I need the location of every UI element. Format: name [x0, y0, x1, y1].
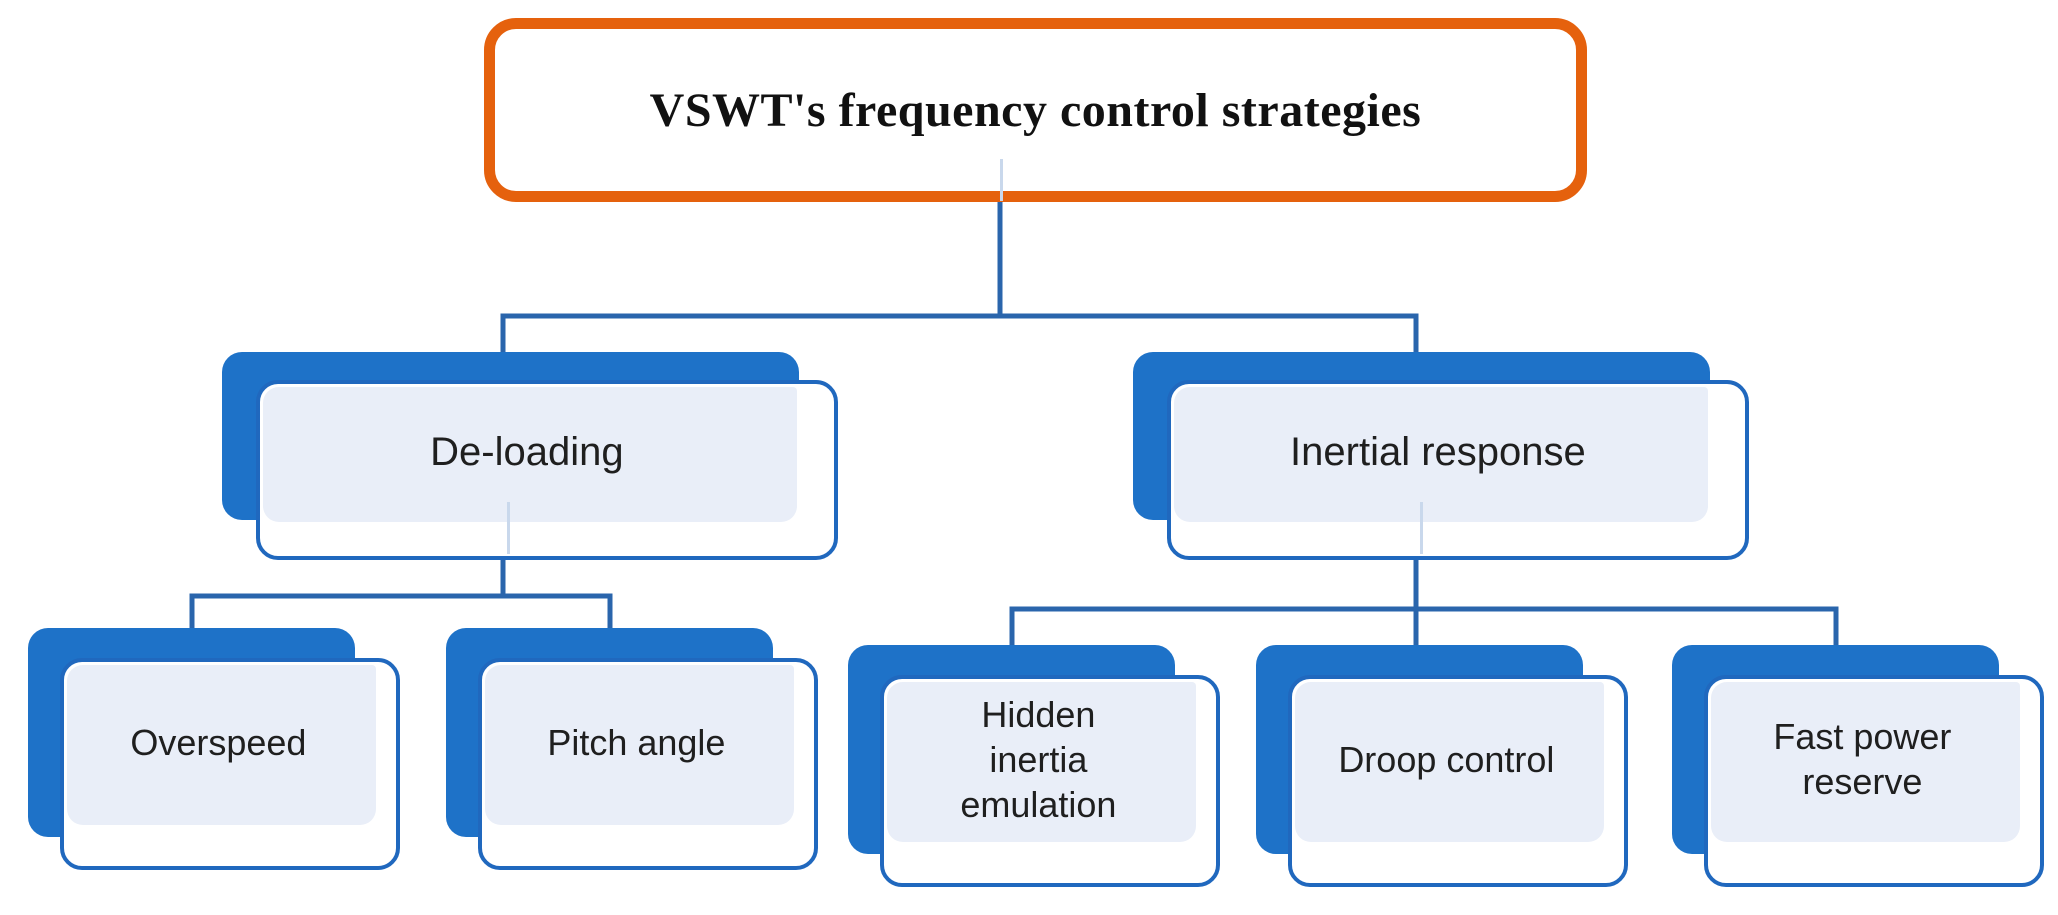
- node-label: Inertial response: [1290, 429, 1586, 474]
- connector-inertial-to-children: [1009, 556, 1839, 649]
- connector-deloading-to-children: [189, 556, 613, 632]
- node-panel: [887, 682, 1196, 843]
- node-face-shape: Droop control: [1288, 675, 1628, 887]
- node-label: Fast power reserve: [1773, 716, 1952, 803]
- root-node-label: VSWT's frequency control strategies: [649, 83, 1422, 137]
- node-label: Pitch angle: [547, 721, 726, 763]
- root-node: VSWT's frequency control strategies: [484, 18, 1587, 202]
- node-face-shape: De-loading: [256, 380, 838, 560]
- node-face-shape: Overspeed: [60, 658, 400, 870]
- node-panel: [67, 665, 376, 826]
- node-panel: [263, 387, 797, 523]
- connector-root-to-level2: [500, 198, 1419, 356]
- node-face-shape: Inertial response: [1167, 380, 1749, 560]
- node-label: Droop control: [1338, 738, 1555, 780]
- node-inertial-response: Inertial response: [1133, 352, 1749, 560]
- node-label: Overspeed: [130, 721, 307, 763]
- node-overspeed: Overspeed: [28, 628, 400, 870]
- node-de-loading: De-loading: [222, 352, 838, 560]
- node-label: Hidden inertia emulation: [960, 693, 1117, 825]
- node-face-shape: Pitch angle: [478, 658, 818, 870]
- node-droop-control: Droop control: [1256, 645, 1628, 887]
- node-label: De-loading: [430, 429, 624, 474]
- node-pitch-angle: Pitch angle: [446, 628, 818, 870]
- node-panel: [485, 665, 794, 826]
- faint-connector-stub: [1420, 502, 1423, 554]
- faint-connector-stub: [507, 502, 510, 554]
- node-panel: [1174, 387, 1708, 523]
- faint-connector-stub: [1000, 159, 1003, 201]
- node-face-shape: Fast power reserve: [1704, 675, 2044, 887]
- node-hidden-inertia-emulation: Hidden inertia emulation: [848, 645, 1220, 887]
- node-fast-power-reserve: Fast power reserve: [1672, 645, 2044, 887]
- node-panel: [1295, 682, 1604, 843]
- node-face-shape: Hidden inertia emulation: [880, 675, 1220, 887]
- node-panel: [1711, 682, 2020, 843]
